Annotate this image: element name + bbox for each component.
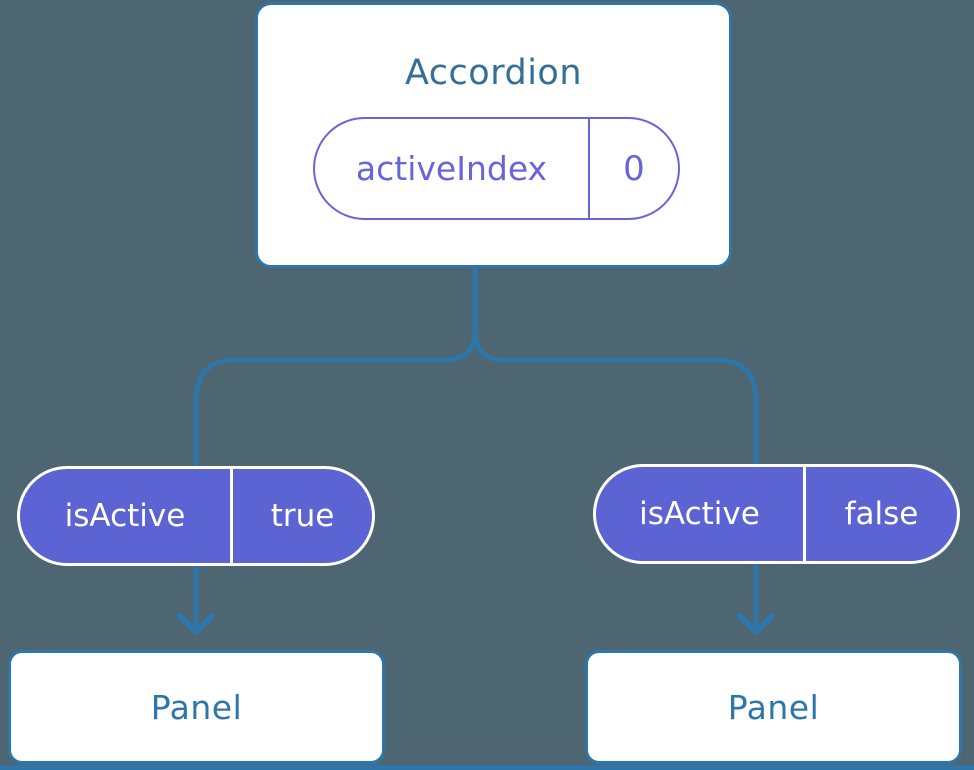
branch-line-left [193,268,478,629]
arrow-down-icon [737,613,775,635]
accordion-state-pill: activeIndex 0 [313,117,680,220]
accordion-node-title: Accordion [404,53,583,93]
prop-pill-label: isActive [596,467,806,561]
prop-pill-label: isActive [20,469,233,563]
prop-pill-value: false [844,496,919,532]
branch-line-right [472,268,759,629]
panel2-prop-pill: isActive false [593,464,960,564]
cropped-element-edge [0,765,974,770]
state-pill-value: 0 [623,148,645,189]
panel1-prop-pill: isActive true [17,466,375,566]
panel1-node: Panel [8,650,385,764]
panel2-node-title: Panel [727,687,820,727]
prop-pill-value: true [270,498,335,534]
arrow-down-icon [177,613,215,635]
state-pill-label: activeIndex [315,119,590,218]
accordion-node: Accordion activeIndex 0 [255,2,732,268]
panel2-node: Panel [585,650,962,764]
panel1-node-title: Panel [150,687,243,727]
